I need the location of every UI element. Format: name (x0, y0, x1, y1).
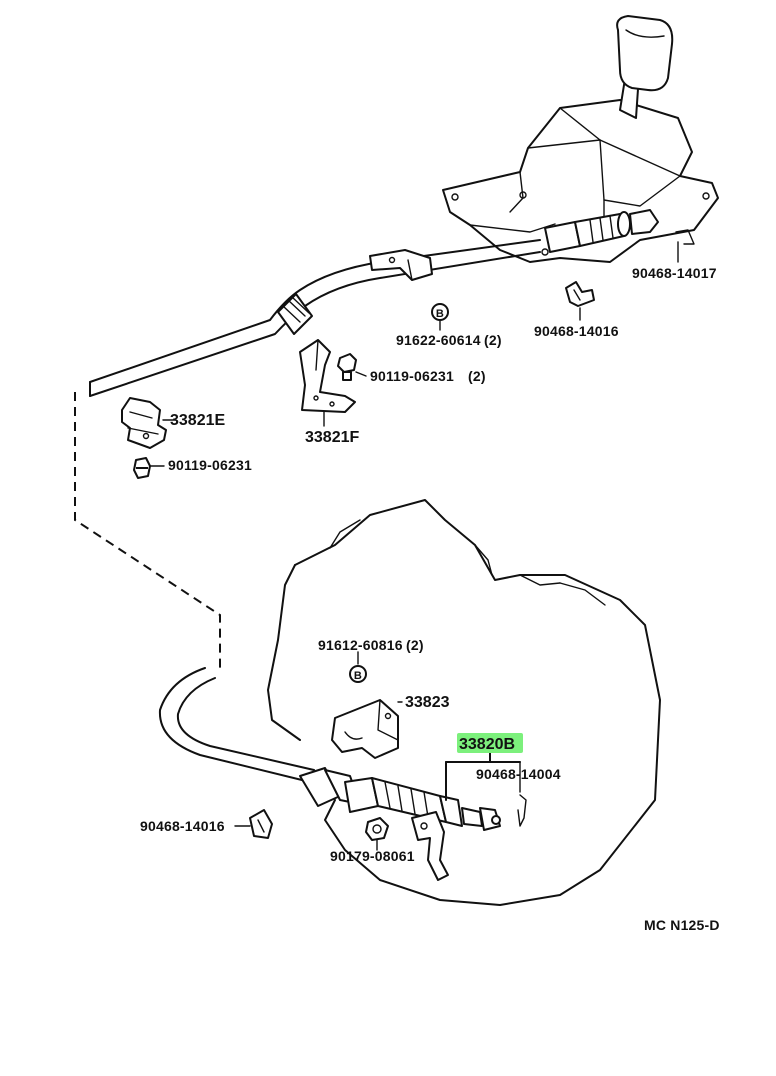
shift-cable-lower (158, 667, 501, 881)
diagram-code: MC N125-D (644, 917, 720, 933)
marker-b-lower-text: B (354, 670, 362, 682)
bracket-33821f-drawing (299, 339, 356, 413)
marker-b-lower: B (349, 665, 367, 683)
shift-cable-upper (89, 209, 659, 397)
marker-b-upper: B (431, 303, 449, 321)
label-33820b[interactable]: 33820B (459, 736, 515, 753)
label-90468-14016-upper[interactable]: 90468-14016 (534, 323, 619, 339)
label-90119-06231-lower[interactable]: 90119-06231 (168, 457, 252, 473)
label-33823[interactable]: 33823 (405, 694, 450, 711)
bolt-upper-drawing (337, 353, 357, 381)
cable-continuation-line (74, 392, 221, 672)
bolt-lower-drawing (133, 457, 151, 479)
bracket-33821e-drawing (121, 397, 167, 449)
clip-14017-drawing (675, 229, 695, 245)
label-90468-14017[interactable]: 90468-14017 (632, 265, 717, 281)
label-91612-60816-qty: (2) (406, 637, 424, 653)
label-90179-08061[interactable]: 90179-08061 (330, 848, 415, 864)
label-33821f[interactable]: 33821F (305, 429, 359, 446)
bracket-33823-drawing (331, 699, 399, 759)
label-90119-06231-upper[interactable]: 90119-06231 (370, 368, 454, 384)
label-91622-60614-qty: (2) (484, 332, 502, 348)
label-91612-60816[interactable]: 91612-60816 (318, 637, 403, 653)
nut-90179-drawing (365, 817, 389, 841)
clip-14016-upper-drawing (565, 281, 595, 307)
transmission-outline (267, 499, 661, 906)
label-33821e[interactable]: 33821E (170, 412, 225, 429)
part-highlight (457, 733, 523, 753)
marker-b-upper-text: B (436, 308, 444, 320)
label-90119-06231-upper-qty: (2) (468, 368, 486, 384)
label-91622-60614[interactable]: 91622-60614 (396, 332, 481, 348)
label-90468-14016-lower[interactable]: 90468-14016 (140, 818, 225, 834)
label-90468-14004[interactable]: 90468-14004 (476, 766, 561, 782)
clip-14004-drawing (517, 794, 527, 827)
leader-lines (149, 241, 679, 851)
clip-14016-lower-drawing (249, 809, 273, 839)
